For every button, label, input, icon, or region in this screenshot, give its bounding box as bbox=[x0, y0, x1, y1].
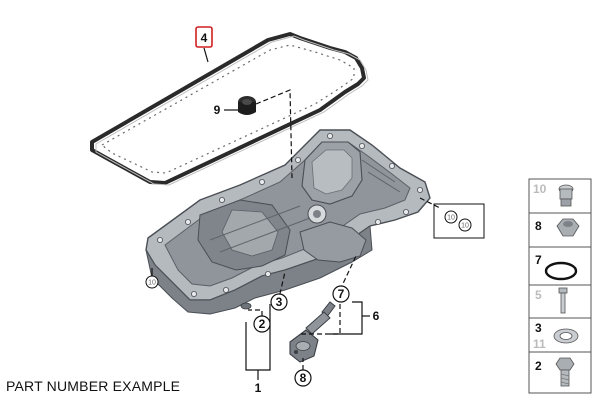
caption: PART NUMBER EXAMPLE bbox=[6, 378, 181, 394]
oil-pan-gasket[interactable] bbox=[90, 32, 369, 186]
parts-legend: 10 8 7 5 bbox=[528, 178, 592, 394]
svg-text:7: 7 bbox=[338, 287, 345, 301]
hex-nut-icon bbox=[556, 218, 580, 237]
callout-box-10 bbox=[433, 203, 485, 239]
svg-text:10: 10 bbox=[461, 223, 469, 230]
svg-text:8: 8 bbox=[300, 371, 307, 385]
callout-6[interactable]: 6 bbox=[373, 309, 380, 323]
legend-row-10[interactable]: 10 bbox=[533, 182, 574, 207]
bolt-icon bbox=[558, 287, 568, 314]
svg-text:2: 2 bbox=[259, 317, 266, 331]
callout-3[interactable]: 3 bbox=[270, 293, 288, 311]
callout-2[interactable]: 2 bbox=[253, 315, 271, 333]
svg-text:3: 3 bbox=[276, 295, 283, 309]
svg-text:8: 8 bbox=[535, 219, 542, 233]
sensor-assembly[interactable] bbox=[289, 301, 336, 363]
callout-10-left[interactable]: 10 bbox=[145, 275, 159, 289]
callout-7[interactable]: 7 bbox=[332, 285, 350, 303]
svg-text:2: 2 bbox=[535, 359, 542, 373]
callout-8[interactable]: 8 bbox=[294, 369, 312, 387]
svg-text:10: 10 bbox=[533, 182, 547, 196]
svg-text:3: 3 bbox=[535, 321, 542, 335]
legend-row-2[interactable]: 2 bbox=[535, 357, 575, 387]
legend-row-7[interactable]: 7 bbox=[535, 253, 578, 281]
legend-row-5[interactable]: 5 bbox=[535, 287, 568, 314]
screw-plug-icon bbox=[558, 184, 574, 207]
callout-4-highlight[interactable]: 4 bbox=[195, 26, 213, 48]
drain-plug-icon bbox=[555, 357, 575, 387]
callout-4: 4 bbox=[201, 31, 208, 45]
svg-text:11: 11 bbox=[533, 337, 546, 351]
leader-lines bbox=[151, 47, 441, 380]
legend-row-3-11[interactable]: 3 11 bbox=[533, 321, 579, 351]
svg-text:5: 5 bbox=[535, 288, 542, 302]
washer-icon bbox=[553, 328, 579, 344]
svg-text:10: 10 bbox=[447, 215, 455, 222]
o-ring-icon bbox=[544, 261, 578, 281]
callout-1[interactable]: 1 bbox=[255, 381, 262, 395]
svg-text:7: 7 bbox=[535, 253, 542, 267]
legend-row-8[interactable]: 8 bbox=[535, 218, 580, 237]
callout-9[interactable]: 9 bbox=[214, 103, 221, 117]
oil-pan[interactable] bbox=[145, 129, 431, 315]
plug-part-9[interactable] bbox=[238, 96, 256, 115]
callout-10-right[interactable]: 10 10 bbox=[444, 210, 472, 232]
svg-text:10: 10 bbox=[148, 280, 156, 287]
